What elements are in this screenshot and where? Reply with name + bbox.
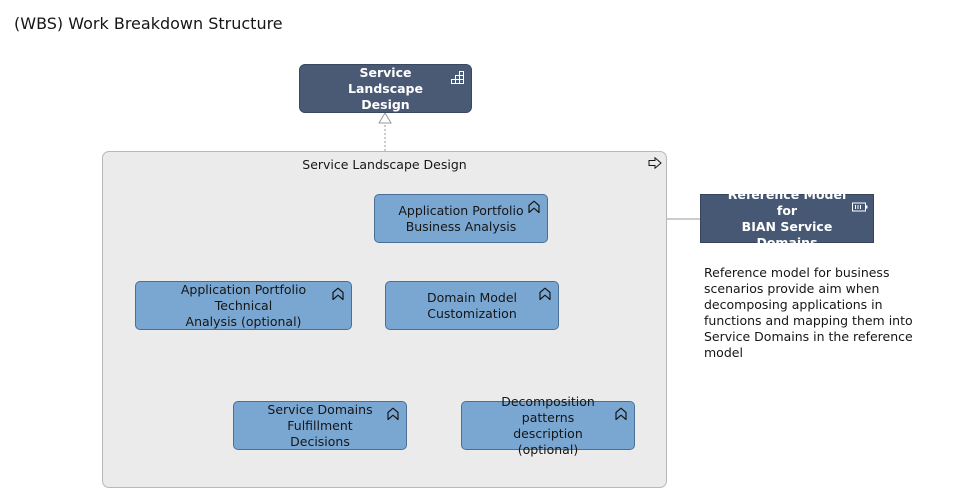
node-service-domains-fulfillment-decisions[interactable]: Service Domains Fulfillment Decisions — [233, 401, 407, 450]
page-title: (WBS) Work Breakdown Structure — [14, 14, 283, 33]
arrow-right-outline-icon — [648, 157, 662, 169]
reference-model-note: Reference model for business scenarios p… — [704, 265, 913, 360]
node-label: Decomposition patterns description (opti… — [501, 393, 595, 457]
node-application-portfolio-technical-analysis[interactable]: Application Portfolio Technical Analysis… — [135, 281, 352, 330]
node-label: Application Portfolio Business Analysis — [398, 202, 524, 234]
node-label: Domain Model Customization — [426, 289, 517, 321]
realization-arrowhead — [378, 112, 392, 124]
business-function-icon — [387, 407, 399, 421]
business-function-icon — [539, 287, 551, 301]
business-function-icon — [332, 287, 344, 301]
node-label: Application Portfolio Technical Analysis… — [180, 281, 307, 329]
deliverable-grid-icon — [451, 71, 464, 84]
group-title: Service Landscape Design — [302, 157, 467, 172]
node-label: Reference Model for BIAN Service Domains — [727, 186, 847, 250]
component-icon — [852, 202, 868, 212]
node-domain-model-customization[interactable]: Domain Model Customization — [385, 281, 559, 330]
node-application-portfolio-business-analysis[interactable]: Application Portfolio Business Analysis — [374, 194, 548, 243]
node-reference-model-bian-service-domains[interactable]: Reference Model for BIAN Service Domains — [700, 187, 874, 250]
business-function-icon — [615, 407, 627, 421]
node-decomposition-patterns-description[interactable]: Decomposition patterns description (opti… — [461, 394, 635, 457]
top-node-label: Service Landscape Design — [348, 64, 423, 112]
business-function-icon — [528, 200, 540, 214]
top-node-service-landscape-design[interactable]: Service Landscape Design — [299, 64, 472, 113]
node-label: Service Domains Fulfillment Decisions — [267, 401, 373, 449]
